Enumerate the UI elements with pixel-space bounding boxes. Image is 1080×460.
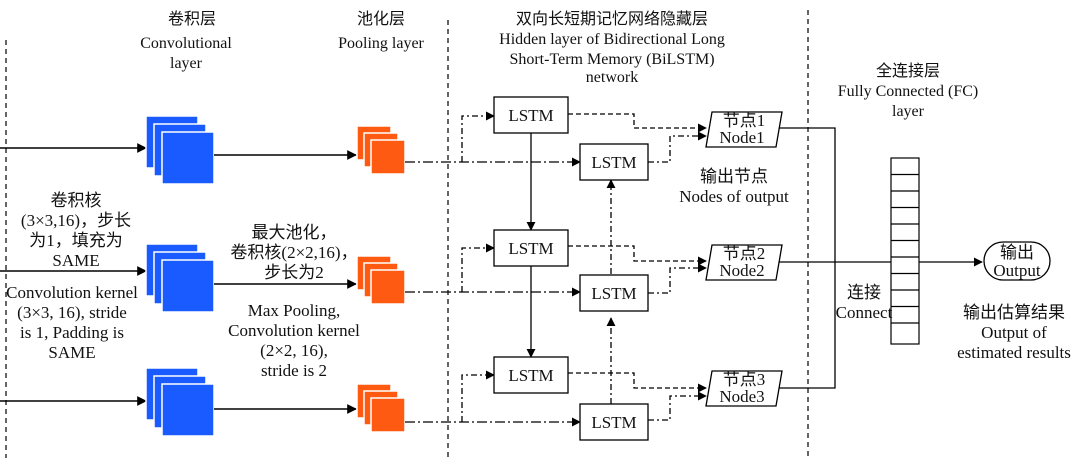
pool-note: 最大池化， 卷积核(2×2,16)， 步长为2 Max Pooling, Con…	[228, 223, 360, 380]
output-nodes-en: Nodes of output	[679, 187, 789, 206]
lstm-label: LSTM	[591, 153, 636, 172]
output-nodes-cn: 输出节点	[700, 167, 768, 186]
lstm-label: LSTM	[508, 366, 553, 385]
connect-cn: 连接	[847, 283, 881, 302]
result-en1: Output of	[981, 323, 1047, 342]
conv-note-en2: (3×3, 16), stride	[17, 303, 127, 322]
conv-note-cn4: SAME	[52, 251, 99, 270]
lstm-forward-1: LSTM	[493, 96, 569, 134]
conv-header-en2: layer	[170, 55, 203, 72]
fc-layer	[890, 157, 920, 345]
conv-block-1	[145, 115, 215, 185]
conv-block-2	[145, 243, 215, 313]
pool-block-2	[356, 255, 406, 305]
pool-note-en4: stride is 2	[261, 361, 327, 380]
connect-en: Connect	[836, 303, 893, 322]
lstm-forward-2: LSTM	[493, 229, 569, 267]
node-2-en: Node2	[719, 261, 764, 280]
pool-note-cn3: 步长为2	[264, 263, 324, 282]
bilstm-header-en1: Hidden layer of Bidirectional Long	[499, 31, 725, 48]
output-en: Output	[993, 261, 1041, 280]
conv-header-en1: Convolutional	[140, 35, 232, 52]
pool-block-1	[356, 125, 406, 175]
lstm-backward-3: LSTM	[579, 403, 649, 441]
result-en2: estimated results	[957, 343, 1071, 362]
bilstm-header-cn: 双向长短期记忆网络隐藏层	[516, 9, 708, 28]
pool-note-en3: (2×2, 16),	[260, 341, 328, 360]
conv-note-en4: SAME	[48, 343, 95, 362]
conv-note-cn2: (3×3,16)，步长	[21, 211, 131, 230]
node-1: 节点1 Node1	[705, 111, 783, 148]
pool-note-en2: Convolution kernel	[228, 321, 360, 340]
node-1-cn: 节点1	[723, 111, 766, 130]
conv-header-cn: 卷积层	[168, 10, 216, 28]
conv-note-cn3: 为1，填充为	[29, 231, 123, 250]
conv-block-3	[145, 367, 215, 437]
conv-note-en1: Convolution kernel	[6, 283, 138, 302]
lstm-backward-2: LSTM	[579, 274, 649, 312]
lstm-backward-1: LSTM	[579, 143, 649, 181]
pool-note-cn2: 卷积核(2×2,16)，	[230, 243, 357, 262]
conv-note-en3: is 1, Padding is	[20, 323, 124, 342]
fc-header-cn: 全连接层	[876, 62, 940, 80]
lstm-label: LSTM	[591, 284, 636, 303]
lstm-label: LSTM	[508, 106, 553, 125]
lstm-label: LSTM	[591, 413, 636, 432]
pool-note-en1: Max Pooling,	[248, 301, 341, 320]
input-arrows	[0, 143, 147, 406]
conv-note: 卷积核 (3×3,16)，步长 为1，填充为 SAME Convolution …	[6, 191, 138, 362]
bilstm-header-en2: Short-Term Memory (BiLSTM)	[509, 51, 714, 68]
fc-header-en1: Fully Connected (FC)	[838, 83, 978, 100]
pool-header-en: Pooling layer	[338, 35, 424, 52]
result-cn: 输出估算结果	[963, 303, 1065, 322]
node-3-cn: 节点3	[723, 370, 766, 389]
node-3: 节点3 Node3	[705, 370, 783, 407]
lstm-forward-3: LSTM	[493, 356, 569, 394]
node-2: 节点2 Node2	[705, 244, 783, 281]
node-1-en: Node1	[719, 128, 764, 147]
node-fc-lines	[779, 127, 891, 389]
node-2-cn: 节点2	[723, 244, 766, 263]
pool-note-cn1: 最大池化，	[252, 223, 337, 242]
output-cn: 输出	[1000, 243, 1034, 262]
bilstm-header-en3: network	[586, 69, 638, 86]
pool-header-cn: 池化层	[357, 10, 405, 28]
output-terminal: 输出 Output	[983, 241, 1051, 281]
fc-header-en2: layer	[892, 103, 925, 120]
pool-block-3	[356, 383, 406, 433]
section-dividers	[5, 10, 809, 458]
conv-pool-arrows	[214, 150, 357, 414]
lstm-label: LSTM	[508, 239, 553, 258]
node-3-en: Node3	[719, 387, 764, 406]
conv-note-cn1: 卷积核	[51, 191, 102, 210]
lstm-connections	[405, 111, 707, 427]
